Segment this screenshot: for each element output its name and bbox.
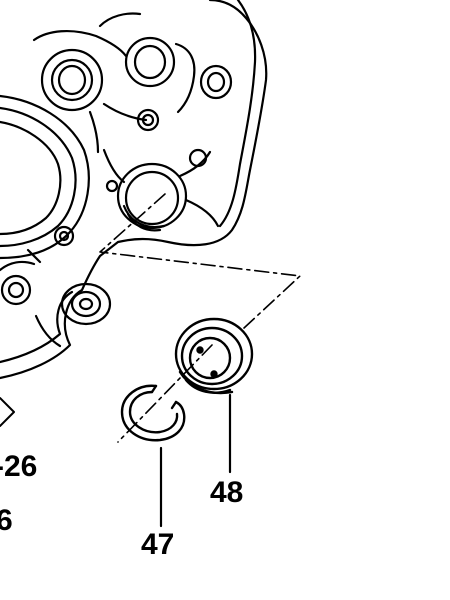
- reference-diamond-mark: [0, 397, 15, 427]
- oil-seal-part-48: [174, 317, 254, 395]
- callout-leaders: [159, 393, 232, 528]
- circlip-part-47: [120, 384, 186, 442]
- callout-26: -26: [0, 450, 38, 483]
- assembly-centerline: [99, 193, 301, 443]
- callout-6: 6: [0, 504, 13, 537]
- crankcase-housing: [0, 0, 268, 380]
- callout-48: 48: [210, 476, 244, 509]
- callout-47: 47: [141, 528, 175, 561]
